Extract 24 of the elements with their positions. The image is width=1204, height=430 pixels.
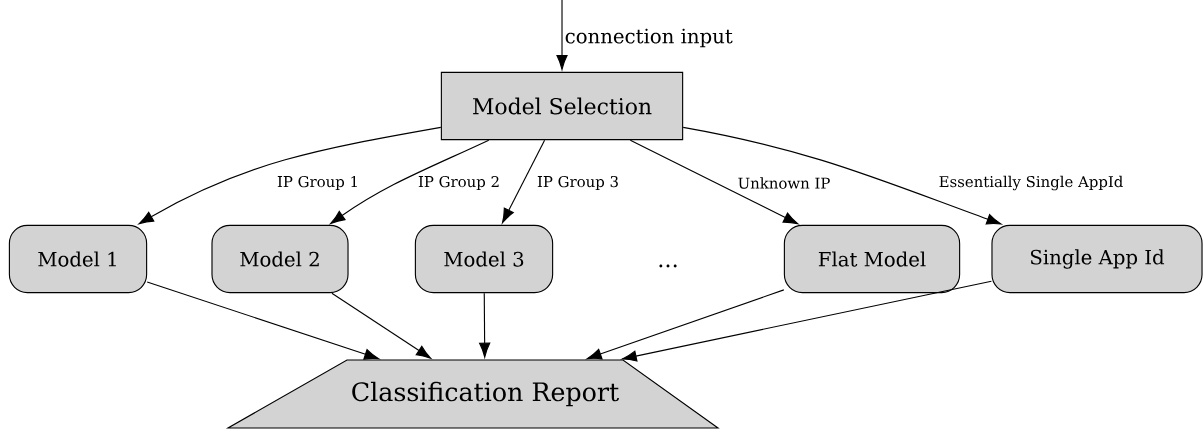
arrow xyxy=(331,292,432,359)
edge-label: IP Group 1 xyxy=(275,174,361,192)
process-box: Model Selection xyxy=(440,71,684,141)
arrow xyxy=(586,289,785,360)
arrow xyxy=(682,126,1002,225)
edge-label: IP Group 3 xyxy=(535,174,621,192)
arrow xyxy=(146,281,380,360)
ellipsis-text: ... xyxy=(659,264,677,268)
arrow xyxy=(556,0,568,70)
arrow xyxy=(501,139,546,224)
model-box: Model 2 xyxy=(211,224,349,294)
edge-label: Essentially Single AppId xyxy=(937,174,1125,192)
arrow xyxy=(479,292,491,358)
model-box: Flat Model xyxy=(783,224,961,294)
edge-label: Unknown IP xyxy=(736,175,832,191)
arrow xyxy=(629,139,799,225)
edge-label: connection input xyxy=(563,27,735,49)
edge-label: IP Group 2 xyxy=(416,174,502,192)
arrow xyxy=(621,280,992,362)
model-box: Model 1 xyxy=(8,224,148,294)
arrow xyxy=(330,139,490,224)
arrow xyxy=(138,126,442,225)
model-box: Single App Id xyxy=(991,224,1203,294)
model-box: Model 3 xyxy=(414,224,554,294)
